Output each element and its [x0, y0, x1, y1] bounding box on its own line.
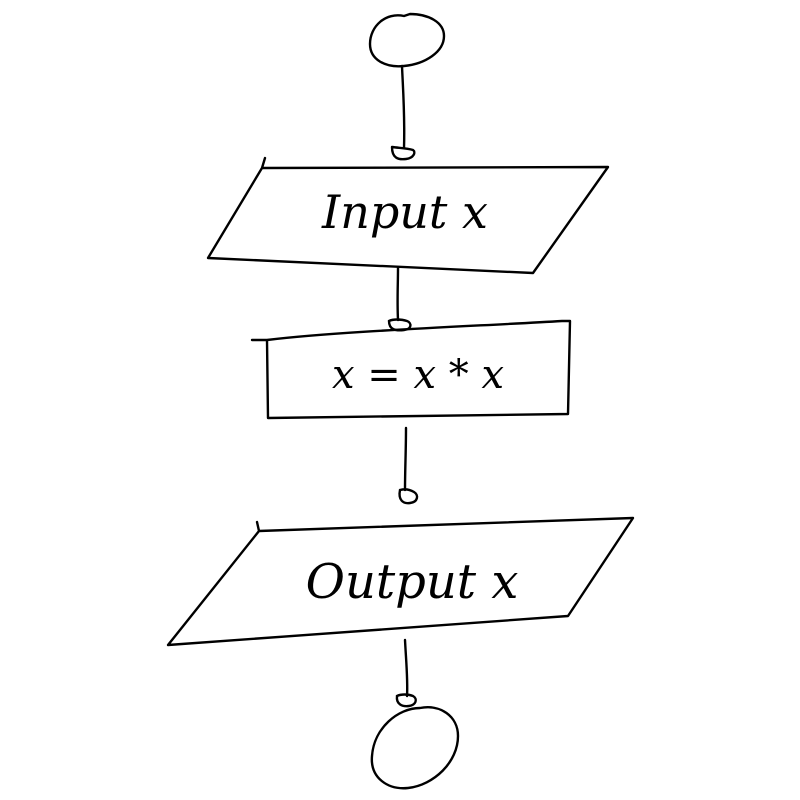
input-parallelogram	[206, 156, 610, 275]
arrowhead-output	[398, 488, 419, 505]
arrowhead-input	[390, 145, 416, 161]
edge-process-to-output	[403, 426, 408, 492]
process-label: x = x * x	[332, 352, 504, 398]
output-parallelogram	[166, 516, 635, 647]
arrowhead-end	[395, 693, 417, 708]
edge-output-to-end	[403, 638, 409, 698]
output-label: Output x	[306, 554, 519, 610]
process-rectangle	[250, 319, 572, 420]
edge-start-to-input	[400, 64, 406, 150]
start-terminator	[368, 12, 446, 68]
end-terminator	[370, 706, 460, 790]
input-label: Input x	[321, 185, 488, 239]
